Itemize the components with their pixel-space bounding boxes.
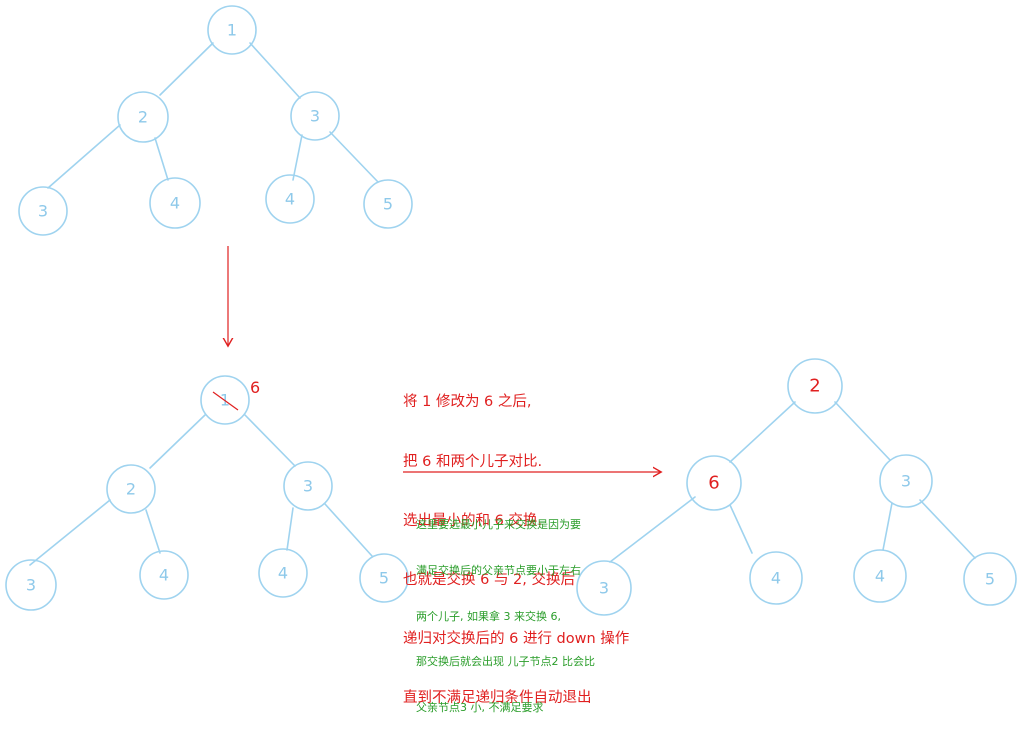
replacement-value-label: 6 [250, 378, 261, 397]
tree-node: 5 [359, 553, 409, 603]
tree-node: 3 [576, 560, 632, 616]
tree-node: 3 [5, 559, 57, 611]
svg-text:5: 5 [379, 569, 389, 588]
tree-node: 4 [149, 177, 201, 229]
note-line: 也就是交换 6 与 2, 交换后 [403, 571, 575, 588]
svg-text:4: 4 [159, 566, 169, 585]
edge [249, 42, 301, 99]
svg-text:5: 5 [383, 195, 393, 214]
svg-text:2: 2 [138, 108, 148, 127]
edge [729, 504, 753, 554]
svg-text:3: 3 [303, 477, 313, 496]
tree-node: 3 [290, 91, 340, 141]
svg-text:2: 2 [126, 480, 136, 499]
svg-text:4: 4 [285, 190, 295, 209]
svg-text:4: 4 [170, 194, 180, 213]
svg-text:4: 4 [771, 569, 781, 588]
tree-node: 1 [207, 5, 257, 55]
svg-text:5: 5 [985, 570, 995, 589]
edge [244, 414, 296, 467]
edge [292, 134, 303, 181]
svg-text:4: 4 [278, 564, 288, 583]
edge [919, 499, 976, 559]
tree-node: 2 [106, 464, 156, 514]
tree-node: 3 [879, 454, 933, 508]
tree-result: 2 6 3 3 4 4 5 [576, 358, 1017, 616]
edge [329, 131, 379, 183]
svg-text:4: 4 [875, 567, 885, 586]
edge [324, 503, 373, 557]
tree-node: 3 [18, 186, 68, 236]
tree-node: 4 [139, 550, 189, 600]
explanation-note-green: 这里要选最小儿子来交换是因为要 满足交换后的父亲节点要小于左右 两个儿子, 如果… [416, 487, 595, 730]
tree-node: 4 [749, 551, 803, 605]
edge [286, 507, 294, 551]
edge [149, 414, 206, 469]
edge [47, 124, 121, 189]
note-line: 两个儿子, 如果拿 3 来交换 6, [416, 609, 561, 623]
tree-node: 4 [258, 548, 308, 598]
strike-mark [212, 391, 239, 411]
svg-text:3: 3 [599, 579, 609, 598]
svg-text:3: 3 [26, 576, 36, 595]
tree-node: 4 [853, 549, 907, 603]
edge [159, 42, 214, 96]
tree-node: 4 [265, 174, 315, 224]
svg-text:1: 1 [227, 21, 237, 40]
note-line: 父亲节点3 小, 不满足要求 [416, 700, 544, 714]
note-line: 这里要选最小儿子来交换是因为要 [416, 518, 581, 532]
note-line: 把 6 和两个儿子对比. [403, 453, 543, 470]
edge [729, 401, 796, 463]
svg-text:3: 3 [310, 107, 320, 126]
edge [154, 137, 169, 181]
tree-top: 1 2 3 3 4 4 5 [18, 5, 413, 236]
tree-node: 6 [686, 455, 742, 511]
svg-text:6: 6 [708, 473, 719, 494]
heap-diagram-canvas: 1 2 3 3 4 4 5 [5, 5, 1017, 616]
edge [609, 496, 696, 563]
note-line: 将 1 修改为 6 之后, [403, 394, 532, 411]
note-line: 满足交换后的父亲节点要小于左右 [416, 564, 581, 578]
tree-node: 5 [363, 179, 413, 229]
svg-text:3: 3 [38, 202, 48, 221]
note-line: 选出最小的和 6 交换. [403, 512, 543, 529]
edge [882, 502, 893, 551]
tree-middle: 1 2 3 3 4 4 5 [5, 375, 409, 611]
edge [834, 401, 891, 461]
tree-node: 2 [787, 358, 843, 414]
tree-node-root-replaced: 1 [200, 375, 250, 425]
edge [145, 509, 161, 554]
tree-node: 5 [963, 552, 1017, 606]
tree-node: 2 [117, 91, 169, 143]
svg-text:3: 3 [901, 472, 911, 491]
tree-node: 3 [283, 461, 333, 511]
edge [29, 499, 111, 566]
note-line: 那交换后就会出现 儿子节点2 比会比 [416, 655, 595, 669]
svg-text:2: 2 [809, 376, 820, 397]
